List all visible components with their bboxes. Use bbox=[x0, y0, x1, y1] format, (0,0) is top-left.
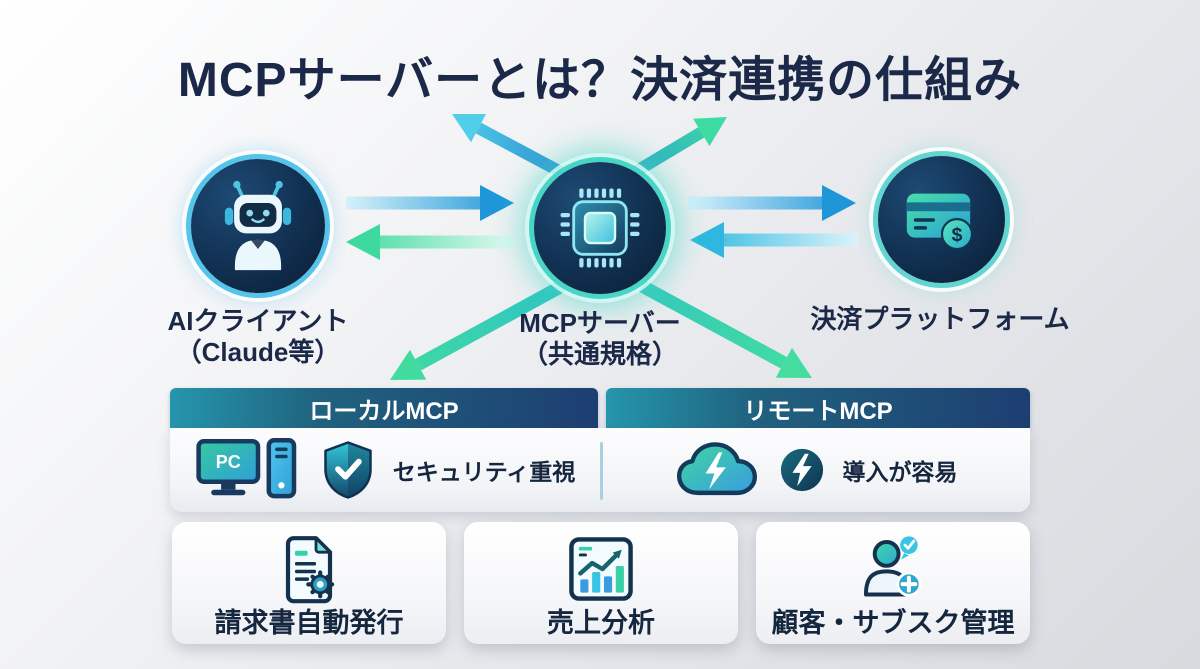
arrow-downright-icon bbox=[638, 280, 812, 378]
ai-client-label: AIクライアント （Claude等） bbox=[167, 306, 349, 367]
arrow-ai-to-mcp-icon bbox=[346, 185, 514, 221]
arrow-upright-icon bbox=[626, 117, 727, 181]
remote-mcp-cell: 導入が容易 bbox=[600, 428, 1030, 512]
shield-check-icon bbox=[323, 441, 372, 499]
payment-platform-label: 決済プラットフォーム bbox=[810, 304, 1070, 334]
svg-text:$: $ bbox=[951, 224, 962, 246]
arrow-downleft-icon bbox=[390, 280, 566, 380]
page-title: MCPサーバーとは？決済連携の仕組み bbox=[177, 54, 1023, 107]
cloud-bolt-icon bbox=[676, 442, 757, 496]
robot-icon bbox=[224, 180, 292, 271]
payment-platform-node: $ bbox=[873, 151, 1010, 288]
use-case-card-sales: 売上分析 bbox=[464, 522, 738, 644]
ai-client-node bbox=[186, 154, 330, 298]
local-mcp-cell: PC セキュリティ重視 bbox=[170, 428, 600, 512]
table-divider bbox=[600, 442, 603, 500]
cpu-chip-icon bbox=[560, 188, 640, 268]
local-mcp-header: ローカルMCP bbox=[170, 388, 598, 428]
pc-icon: PC bbox=[196, 438, 296, 499]
arrow-mcp-to-ai-icon bbox=[346, 224, 514, 260]
use-case-label: 顧客・サブスク管理 bbox=[771, 608, 1015, 638]
use-case-label: 請求書自動発行 bbox=[214, 608, 404, 638]
customer-subscription-icon bbox=[863, 536, 922, 597]
use-case-card-customers: 顧客・サブスク管理 bbox=[756, 522, 1030, 644]
arrow-payment-to-mcp-icon bbox=[690, 222, 858, 258]
use-case-label: 売上分析 bbox=[547, 608, 655, 638]
bolt-circle-icon bbox=[780, 448, 823, 492]
use-case-card-invoice: 請求書自動発行 bbox=[172, 522, 446, 644]
svg-text:PC: PC bbox=[215, 452, 240, 472]
mcp-server-node bbox=[529, 157, 671, 299]
sales-chart-icon bbox=[569, 537, 633, 601]
local-feature-text: セキュリティ重視 bbox=[392, 459, 576, 485]
remote-mcp-header: リモートMCP bbox=[606, 388, 1030, 428]
mcp-server-label: MCPサーバー （共通規格） bbox=[519, 308, 681, 369]
credit-card-dollar-icon: $ bbox=[906, 193, 973, 250]
arrow-mcp-to-payment-icon bbox=[688, 185, 856, 221]
arrow-upleft-icon bbox=[452, 114, 575, 184]
invoice-gear-icon bbox=[285, 536, 335, 604]
remote-feature-text: 導入が容易 bbox=[842, 459, 958, 485]
